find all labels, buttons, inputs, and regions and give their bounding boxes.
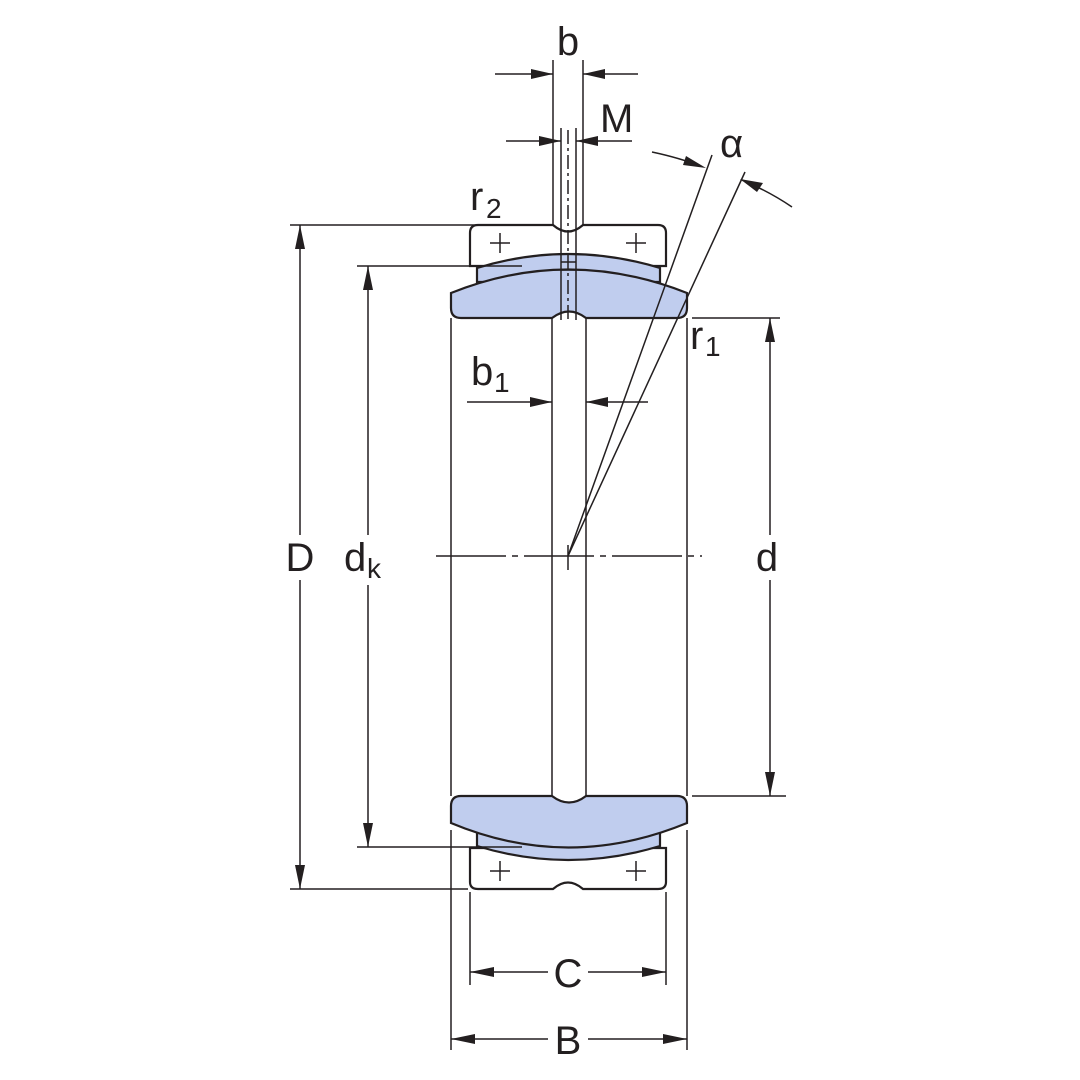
label-M: M — [600, 97, 633, 141]
dimension-dk — [357, 265, 522, 848]
label-r2-subscript: 2 — [486, 193, 502, 224]
inner-ring-bottom — [449, 794, 689, 849]
label-dk: d — [344, 536, 366, 580]
label-r2: r — [470, 175, 483, 219]
dimension-C — [469, 892, 667, 985]
label-b1: b — [471, 350, 493, 394]
label-dk-subscript: k — [367, 553, 382, 584]
label-C: C — [554, 952, 583, 996]
label-D: D — [286, 536, 315, 580]
outer-ring-bottom — [468, 846, 668, 891]
lubrication-hole — [560, 128, 577, 320]
label-r1-subscript: 1 — [705, 331, 721, 362]
dimension-D — [290, 224, 478, 890]
label-b: b — [557, 20, 579, 64]
label-r1: r — [690, 314, 703, 358]
bore-lines — [450, 318, 688, 796]
dimension-B — [450, 830, 688, 1050]
label-d: d — [756, 536, 778, 580]
label-B: B — [555, 1019, 582, 1063]
cross-markers — [490, 233, 646, 881]
dimension-M — [506, 136, 632, 146]
dimension-d — [692, 317, 786, 797]
label-b1-subscript: 1 — [494, 367, 510, 398]
tilt-angle-lines — [567, 151, 793, 557]
label-alpha: α — [720, 122, 743, 166]
dimension-b — [495, 60, 638, 225]
dimension-b1 — [467, 397, 648, 407]
